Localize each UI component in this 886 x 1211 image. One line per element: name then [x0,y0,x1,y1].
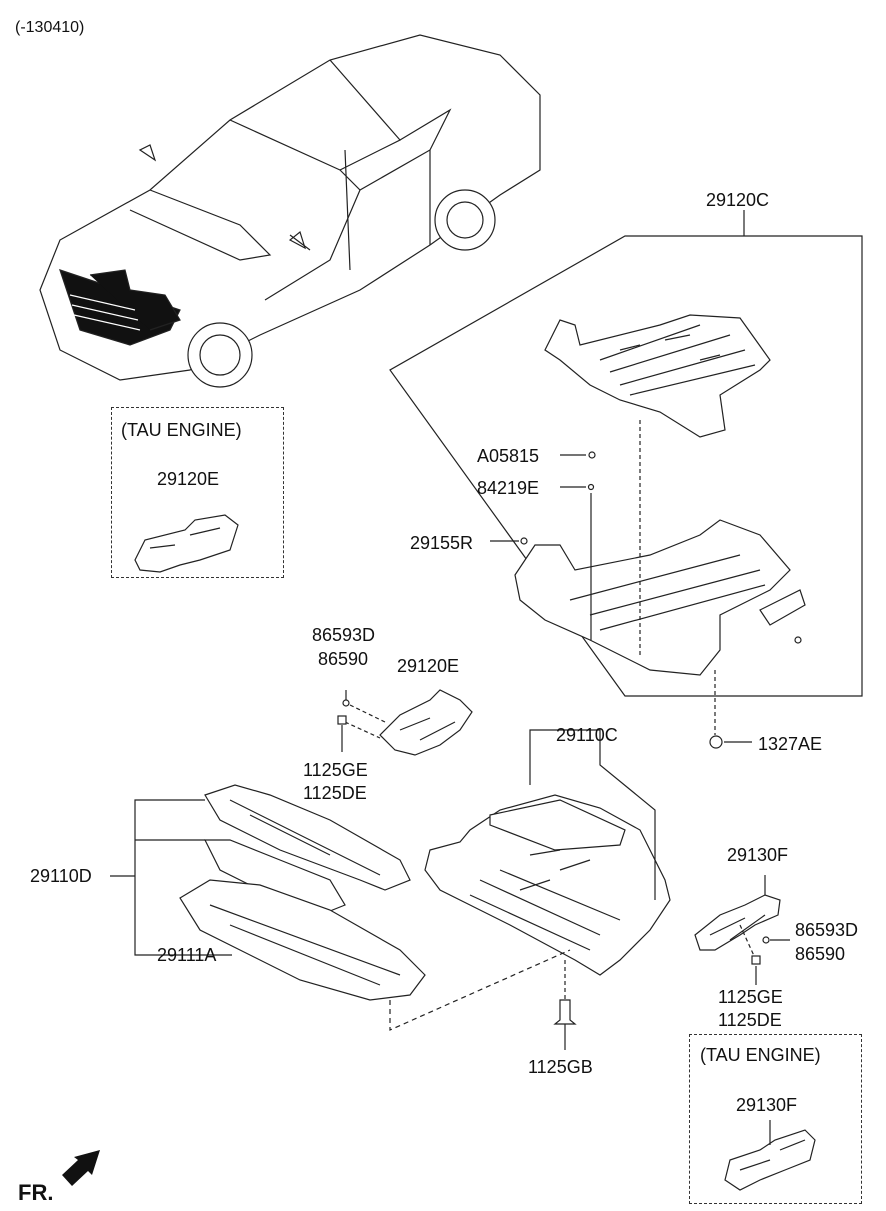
part-label-29110c[interactable]: 29110C [556,725,618,745]
part-label-29120e-tau[interactable]: 29120E [157,469,220,489]
tau-engine-label-right: (TAU ENGINE) [700,1045,821,1065]
part-label-86593d-left[interactable]: 86593D [312,625,376,645]
serial-range: (-130410) [15,19,85,36]
part-label-1125de-left[interactable]: 1125DE [303,783,367,803]
car-illustration [39,34,541,388]
part-label-29111a[interactable]: 29111A [157,945,217,965]
tau-engine-box-right [689,1034,862,1204]
part-label-29130f[interactable]: 29130F [727,845,789,865]
part-label-1125ge-right[interactable]: 1125GE [718,987,783,1007]
part-label-86590-left[interactable]: 86590 [318,649,369,669]
front-marker-label: FR. [18,1180,54,1205]
tau-engine-box-left [111,407,284,578]
part-label-29120e[interactable]: 29120E [397,656,460,676]
part-label-1125de-right[interactable]: 1125DE [718,1010,782,1030]
part-label-84219e[interactable]: 84219E [477,478,540,498]
part-label-1327ae[interactable]: 1327AE [758,734,823,754]
part-label-1125gb[interactable]: 1125GB [528,1057,593,1077]
part-label-a05815[interactable]: A05815 [477,446,540,466]
part-label-86593d-right[interactable]: 86593D [795,920,859,940]
part-label-29120c[interactable]: 29120C [706,190,770,210]
part-label-29155r[interactable]: 29155R [410,533,474,553]
detail-box-29120c [389,235,863,697]
tau-engine-label-left: (TAU ENGINE) [121,420,242,440]
part-label-1125ge-left[interactable]: 1125GE [303,760,368,780]
part-label-29110d[interactable]: 29110D [30,866,92,886]
part-label-29130f-tau[interactable]: 29130F [736,1095,798,1115]
part-label-86590-right[interactable]: 86590 [795,944,846,964]
front-arrow-icon [62,1150,100,1186]
